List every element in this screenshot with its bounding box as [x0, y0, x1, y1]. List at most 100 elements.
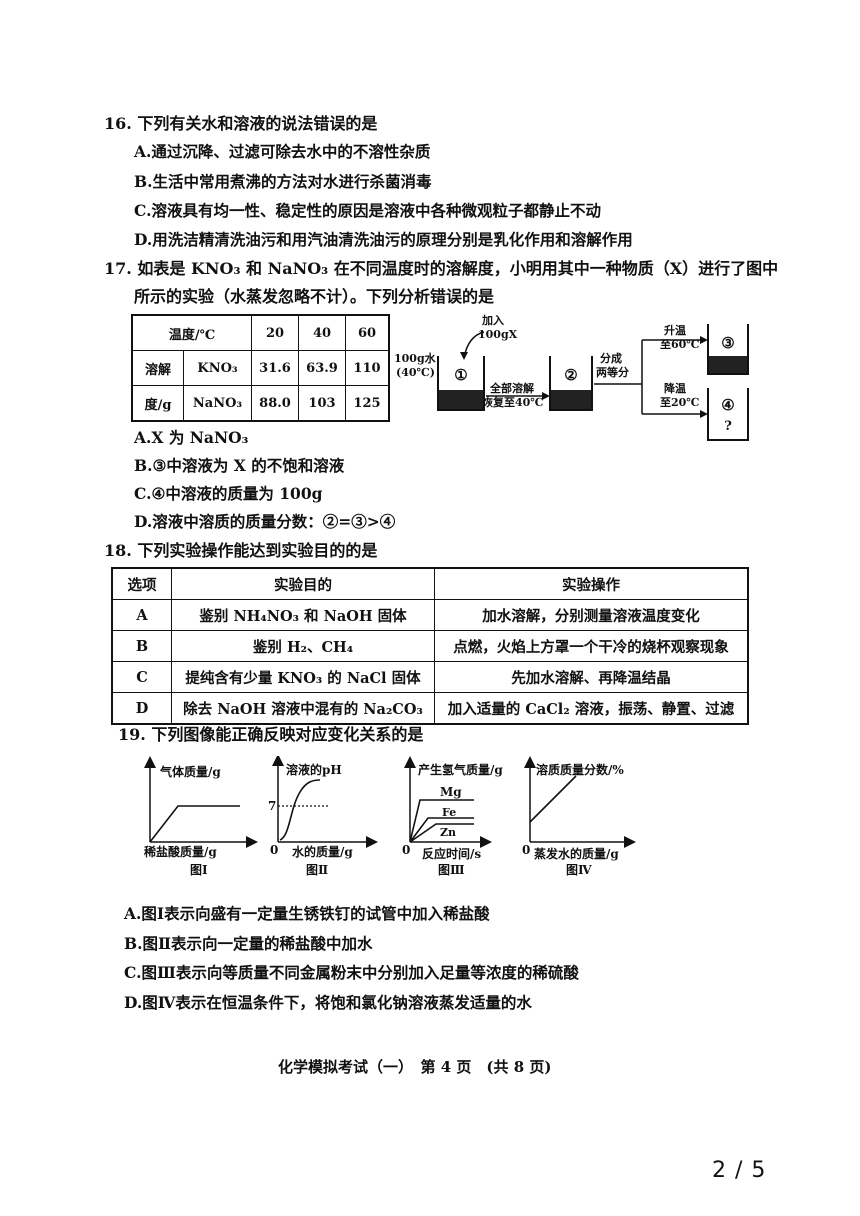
graph-3-caption: 图Ⅲ: [438, 863, 465, 877]
beaker-1-label: ①: [454, 366, 467, 384]
beaker-4: ④ ?: [707, 388, 749, 441]
graph-2-ylabel: 溶液的pH: [286, 762, 342, 777]
q17-option-d: D.溶液中溶质的质量分数：②=③>④: [134, 512, 396, 531]
row-label-bottom: 度/g: [131, 385, 184, 422]
value-cell: 63.9: [298, 350, 346, 386]
q17-option-b: B.③中溶液为 X 的不饱和溶液: [134, 456, 345, 475]
graph-4-ylabel: 溶质质量分数/%: [536, 762, 624, 777]
graph-1-ylabel: 气体质量/g: [159, 764, 221, 779]
value-cell: 125: [345, 385, 390, 422]
q18-stem: 18. 下列实验操作能达到实验目的的是: [104, 541, 378, 560]
row-operation: 点燃，火焰上方罩一个干冷的烧杯观察现象: [434, 630, 749, 662]
q17-option-a: A.X 为 NaNO₃: [134, 428, 249, 447]
cool-label: 降温: [664, 381, 686, 395]
experiment-table: 选项 实验目的 实验操作 A 鉴别 NH₄NO₃ 和 NaOH 固体 加水溶解，…: [111, 567, 749, 725]
q16-option-c: C.溶液具有均一性、稳定性的原因是溶液中各种微观粒子都静止不动: [134, 201, 601, 220]
graph-3-mg-label: Mg: [440, 785, 462, 799]
q17-stem-line2: 所示的实验（水蒸发忽略不计）。下列分析错误的是: [134, 287, 495, 306]
heat-label: 升温: [664, 323, 686, 337]
step-top-label: 全部溶解: [489, 381, 534, 395]
cool-temp-label: 至20℃: [660, 396, 700, 409]
beaker-3: ③: [707, 324, 749, 375]
graph-4: 0 溶质质量分数/% 蒸发水的质量/g 图Ⅳ: [522, 756, 636, 877]
graph-2-curve: [279, 779, 321, 841]
q17-option-c: C.④中溶液的质量为 100g: [134, 484, 323, 503]
arrowhead: [700, 410, 708, 418]
value-cell: 103: [298, 385, 346, 422]
temp-cell: 40: [298, 314, 346, 351]
graph-2: 7 0 溶液的pH 水的质量/g 图Ⅱ: [268, 756, 378, 877]
experiment-diagram: 100g水 (40℃) 加入 100gX 全部溶解 恢复至40℃ 分成 两等分 …: [394, 313, 749, 441]
page-footer: 化学模拟考试（一） 第 4 页 (共 8 页): [278, 1058, 552, 1076]
graph-4-origin: 0: [522, 843, 530, 857]
solubility-table: 温度/℃ 20 40 60 溶解 KNO₃ 31.6 63.9 110 度/g …: [131, 314, 390, 422]
q16-option-d: D.用洗洁精清洗油污和用汽油清洗油污的原理分别是乳化作用和溶解作用: [134, 230, 633, 249]
substance-kno3: KNO₃: [183, 350, 252, 386]
q17-stem-line1: 17. 如表是 KNO₃ 和 NaNO₃ 在不同温度时的溶解度，小明用其中一种物…: [104, 259, 779, 278]
value-cell: 31.6: [251, 350, 299, 386]
q16-option-a: A.通过沉降、过滤可除去水中的不溶性杂质: [134, 142, 431, 161]
step-bottom-label: 恢复至40℃: [482, 395, 544, 409]
add-label: 加入: [481, 313, 504, 327]
row-operation: 加水溶解，分别测量溶液温度变化: [434, 599, 749, 631]
graph-1-caption: 图Ⅰ: [190, 863, 208, 877]
graph-3-fe-line: [409, 817, 474, 843]
graph-3-zn-label: Zn: [440, 826, 456, 839]
row-operation: 先加水溶解、再降温结晶: [434, 661, 749, 693]
graph-2-caption: 图Ⅱ: [306, 863, 328, 877]
temp-cell: 60: [345, 314, 390, 351]
row-option: A: [111, 599, 172, 631]
graph-2-mark: 7: [268, 799, 276, 813]
graph-2-xlabel: 水的质量/g: [292, 844, 353, 859]
graph-4-curve: [529, 775, 577, 823]
q19-option-d: D.图Ⅳ表示在恒温条件下，将饱和氯化钠溶液蒸发适量的水: [124, 993, 532, 1012]
header-option: 选项: [111, 567, 172, 600]
q19-graphs: 气体质量/g 稀盐酸质量/g 图Ⅰ 7 0 溶液的pH 水的质量/g 图Ⅱ Mg…: [144, 756, 636, 877]
header-goal: 实验目的: [171, 567, 435, 600]
arrowhead: [542, 392, 550, 400]
beaker-4-question: ?: [724, 419, 732, 434]
row-goal: 除去 NaOH 溶液中混有的 Na₂CO₃: [171, 692, 435, 725]
graph-3-mg-line: [409, 799, 474, 843]
q19-stem: 19. 下列图像能正确反映对应变化关系的是: [118, 725, 424, 744]
graph-3: Mg Fe Zn 0 产生氢气质量/g 反应时间/s 图Ⅲ: [402, 756, 503, 877]
q19-option-a: A.图Ⅰ表示向盛有一定量生锈铁钉的试管中加入稀盐酸: [124, 904, 490, 923]
heat-temp-label: 至60℃: [660, 338, 700, 351]
q19-option-c: C.图Ⅲ表示向等质量不同金属粉末中分别加入足量等浓度的稀硫酸: [124, 963, 579, 982]
water-label: 100g水: [394, 351, 437, 365]
row-goal: 鉴别 NH₄NO₃ 和 NaOH 固体: [171, 599, 435, 631]
row-option: C: [111, 661, 172, 693]
graph-2-origin: 0: [270, 843, 278, 857]
graph-3-zn-line: [409, 823, 474, 843]
arrowhead: [700, 336, 708, 344]
beaker-2-label: ②: [564, 366, 577, 384]
beaker-2: ②: [549, 356, 593, 411]
page-counter: 2 / 5: [712, 1158, 767, 1183]
row-option: D: [111, 692, 172, 725]
split-label-2: 两等分: [596, 365, 629, 379]
row-goal: 鉴别 H₂、CH₄: [171, 630, 435, 662]
graph-3-fe-label: Fe: [442, 806, 456, 819]
value-cell: 88.0: [251, 385, 299, 422]
add-amount-label: 100gX: [478, 328, 518, 341]
row-option: B: [111, 630, 172, 662]
q16-option-b: B.生活中常用煮沸的方法对水进行杀菌消毒: [134, 172, 432, 191]
graph-3-origin: 0: [402, 843, 410, 857]
substance-nano3: NaNO₃: [183, 385, 252, 422]
water-temp-label: (40℃): [396, 366, 435, 379]
row-goal: 提纯含有少量 KNO₃ 的 NaCl 固体: [171, 661, 435, 693]
graph-1-curve: [149, 805, 240, 843]
header-operation: 实验操作: [434, 567, 749, 600]
graph-1-xlabel: 稀盐酸质量/g: [144, 844, 217, 859]
graph-3-xlabel: 反应时间/s: [422, 846, 481, 861]
split-label: 分成: [600, 351, 622, 365]
beaker-3-label: ③: [721, 334, 734, 352]
row-label-top: 溶解: [131, 350, 184, 386]
temp-cell: 20: [251, 314, 299, 351]
add-arrowhead: [460, 352, 468, 360]
graph-3-ylabel: 产生氢气质量/g: [418, 762, 503, 777]
graph-1: 气体质量/g 稀盐酸质量/g 图Ⅰ: [144, 756, 258, 877]
beaker-1: ①: [437, 356, 485, 411]
q16-stem: 16. 下列有关水和溶液的说法错误的是: [104, 114, 378, 133]
beaker-4-label: ④: [721, 396, 734, 414]
